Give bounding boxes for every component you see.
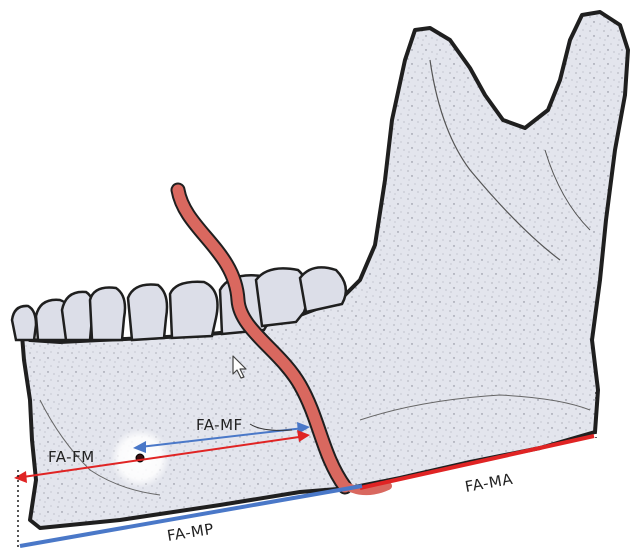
fa-mf-label: FA-MF	[196, 416, 243, 434]
tooth	[170, 282, 218, 338]
fa-ma-label: FA-MA	[464, 470, 515, 496]
tooth	[90, 288, 125, 341]
tooth	[12, 306, 36, 340]
fa-mp-label: FA-MP	[166, 520, 215, 545]
tooth	[128, 285, 167, 340]
tooth	[62, 292, 93, 340]
fa-fm-label: FA-FM	[48, 448, 95, 466]
tooth	[300, 267, 346, 312]
fa-fm-arrowhead-left	[14, 471, 27, 483]
